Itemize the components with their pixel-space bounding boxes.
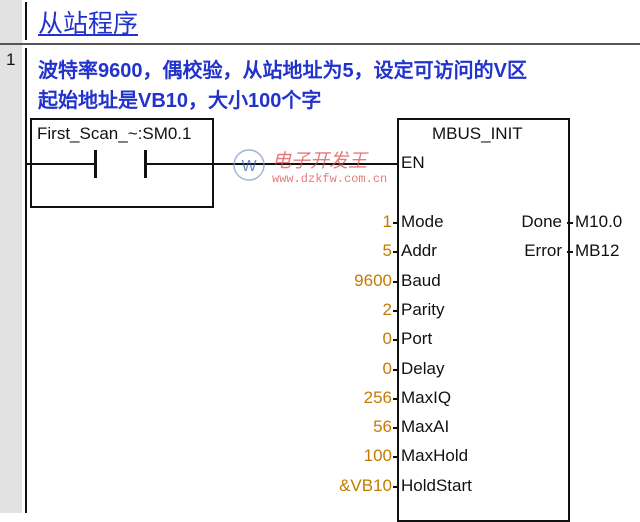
- pin-parity: Parity: [401, 299, 445, 319]
- contact-label: First_Scan_~:SM0.1: [37, 124, 192, 143]
- input-value-holdstart[interactable]: &VB10: [339, 475, 392, 495]
- pin-baud: Baud: [401, 270, 441, 290]
- pin-en: EN: [401, 153, 425, 172]
- input-value-maxhold[interactable]: 100: [363, 446, 392, 466]
- pin-maxhold: MaxHold: [401, 446, 469, 466]
- input-value-mode[interactable]: 1: [382, 212, 392, 231]
- pin-tick: [393, 280, 399, 283]
- pin-tick: [393, 368, 399, 371]
- watermark-logo-icon: W: [233, 149, 265, 181]
- pin-addr: Addr: [401, 241, 437, 261]
- program-title[interactable]: 从站程序: [38, 10, 139, 38]
- network-comment-line[interactable]: 波特率9600，偶校验，从站地址为5，设定可访问的V区: [38, 60, 527, 82]
- watermark-name: 电子开发王: [272, 151, 368, 172]
- pin-tick: [393, 309, 399, 312]
- pin-tick: [567, 222, 573, 224]
- pin-tick: [393, 397, 399, 400]
- input-value-baud[interactable]: 9600: [354, 270, 392, 290]
- pin-tick: [393, 427, 399, 430]
- input-value-addr[interactable]: 5: [382, 241, 392, 261]
- power-rail: [25, 48, 27, 513]
- power-rail-header: [25, 2, 27, 40]
- pin-tick: [393, 222, 399, 224]
- block-name: MBUS_INIT: [432, 124, 523, 143]
- pin-maxai: MaxAI: [401, 417, 450, 437]
- pin-delay: Delay: [401, 358, 445, 378]
- watermark-url: www.dzkfw.com.cn: [272, 172, 388, 186]
- pin-tick: [393, 485, 399, 488]
- pin-tick: [393, 339, 399, 342]
- output-value-done[interactable]: M10.0: [575, 212, 623, 231]
- svg-text:W: W: [241, 158, 257, 175]
- input-value-maxai[interactable]: 56: [373, 417, 392, 437]
- network-gutter: [0, 0, 22, 513]
- pin-port: Port: [401, 329, 433, 349]
- network-separator: [0, 43, 640, 45]
- pin-done: Done: [521, 212, 562, 231]
- rung-wire: [27, 163, 95, 165]
- pin-mode: Mode: [401, 212, 444, 231]
- network-number[interactable]: 1: [6, 50, 16, 69]
- input-value-port[interactable]: 0: [382, 329, 392, 349]
- pin-tick: [567, 251, 573, 254]
- pin-tick: [393, 251, 399, 254]
- network-comment-line[interactable]: 起始地址是VB10，大小100个字: [38, 90, 322, 112]
- pin-error: Error: [524, 241, 562, 261]
- pin-holdstart: HoldStart: [401, 475, 472, 495]
- output-value-error[interactable]: MB12: [575, 241, 620, 261]
- input-value-maxiq[interactable]: 256: [363, 387, 392, 407]
- pin-maxiq: MaxIQ: [401, 387, 452, 407]
- rung-wire: [146, 163, 398, 165]
- pin-tick: [393, 456, 399, 459]
- contact-left-bar: [94, 150, 97, 178]
- input-value-parity[interactable]: 2: [382, 299, 392, 319]
- contact-right-bar: [144, 150, 147, 178]
- input-value-delay[interactable]: 0: [382, 358, 392, 378]
